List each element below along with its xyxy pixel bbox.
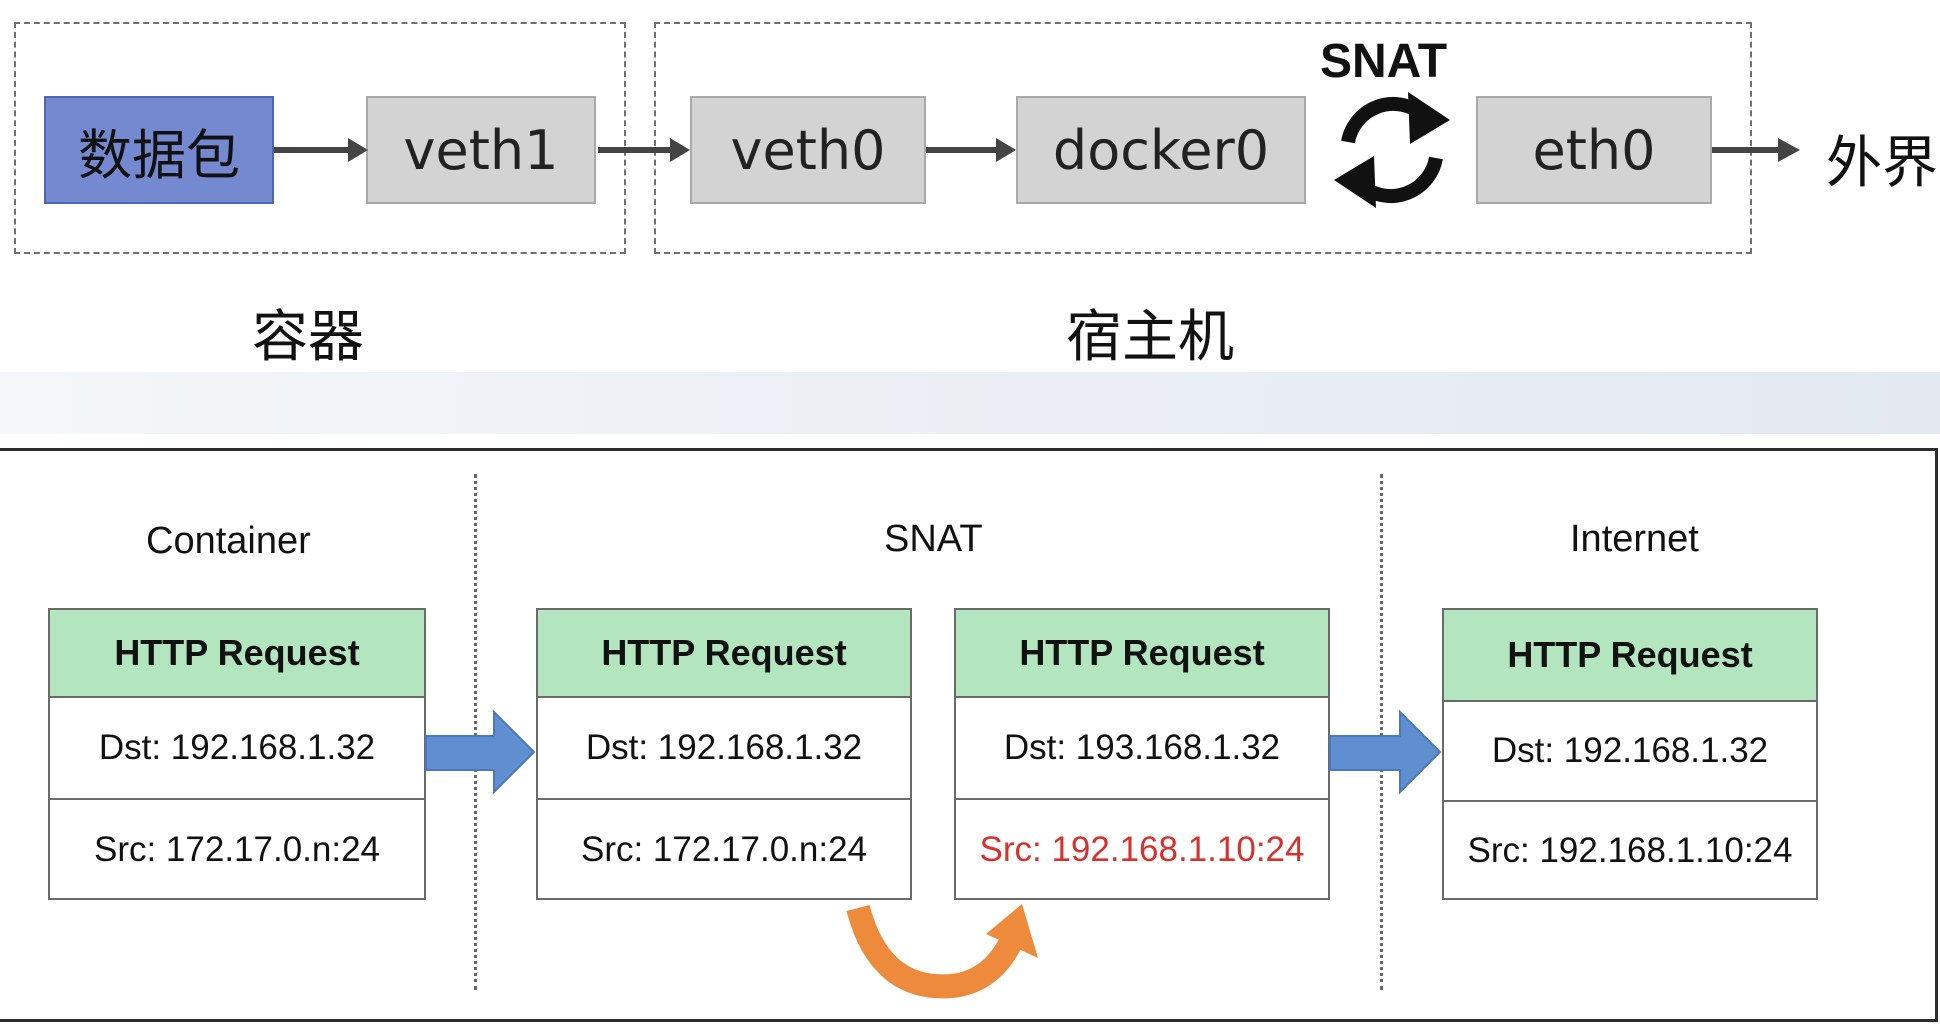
dst-field: Dst: 192.168.1.32 [1491, 731, 1769, 770]
docker0-label: docker0 [1052, 118, 1270, 182]
separator-band [0, 372, 1940, 434]
card-header: HTTP Request [1444, 610, 1816, 702]
veth1-node: veth1 [366, 96, 596, 204]
dst-field: Dst: 192.168.1.32 [98, 728, 376, 767]
dst-field: Dst: 192.168.1.32 [585, 728, 863, 767]
src-field: Src: 192.168.1.10:24 [1444, 800, 1816, 900]
packet-label: 数据包 [78, 123, 240, 187]
outside-label: 外界 [1826, 131, 1938, 196]
docker0-node: docker0 [1016, 96, 1306, 204]
right-arrow-icon [926, 138, 1016, 162]
curved-arrow-icon [846, 904, 1038, 999]
right-arrow-icon [274, 138, 368, 162]
bottom-diagram-frame [0, 448, 1938, 1022]
divider-left [474, 474, 477, 990]
card-header: HTTP Request [50, 610, 424, 698]
veth1-label: veth1 [403, 118, 559, 182]
divider-right [1380, 474, 1383, 990]
request-card-after-snat: HTTP Request Dst: 193.168.1.32 Src: 192.… [954, 608, 1330, 900]
eth0-node: eth0 [1476, 96, 1712, 204]
request-card-internet: HTTP Request Dst: 192.168.1.32 Src: 192.… [1442, 608, 1818, 900]
src-field-rewritten: Src: 192.168.1.10:24 [956, 798, 1328, 900]
column-title-internet: Internet [1570, 518, 1699, 560]
request-card-before-snat: HTTP Request Dst: 192.168.1.32 Src: 172.… [536, 608, 912, 900]
container-group-box [14, 22, 626, 254]
card-header: HTTP Request [538, 610, 910, 698]
column-title-snat: SNAT [884, 518, 983, 560]
host-label: 宿主机 [1066, 305, 1234, 370]
right-arrow-icon [598, 138, 690, 162]
host-group-box [654, 22, 1752, 254]
column-title-container: Container [146, 520, 311, 562]
top-arrows [274, 92, 1800, 208]
snat-top-label: SNAT [1320, 35, 1448, 88]
right-arrow-icon [1329, 709, 1442, 795]
request-card-container: HTTP Request Dst: 192.168.1.32 Src: 172.… [48, 608, 426, 900]
card-header: HTTP Request [956, 610, 1328, 698]
right-arrow-icon [425, 709, 536, 795]
veth0-node: veth0 [690, 96, 926, 204]
veth0-label: veth0 [730, 118, 886, 182]
container-label: 容器 [252, 305, 364, 370]
src-field: Src: 172.17.0.n:24 [50, 798, 424, 900]
src-field: Src: 172.17.0.n:24 [538, 798, 910, 900]
refresh-cycle-icon [1334, 92, 1450, 208]
dst-field: Dst: 193.168.1.32 [1003, 728, 1281, 767]
eth0-label: eth0 [1532, 118, 1656, 182]
right-arrow-icon [1712, 138, 1800, 162]
packet-node: 数据包 [44, 96, 274, 204]
